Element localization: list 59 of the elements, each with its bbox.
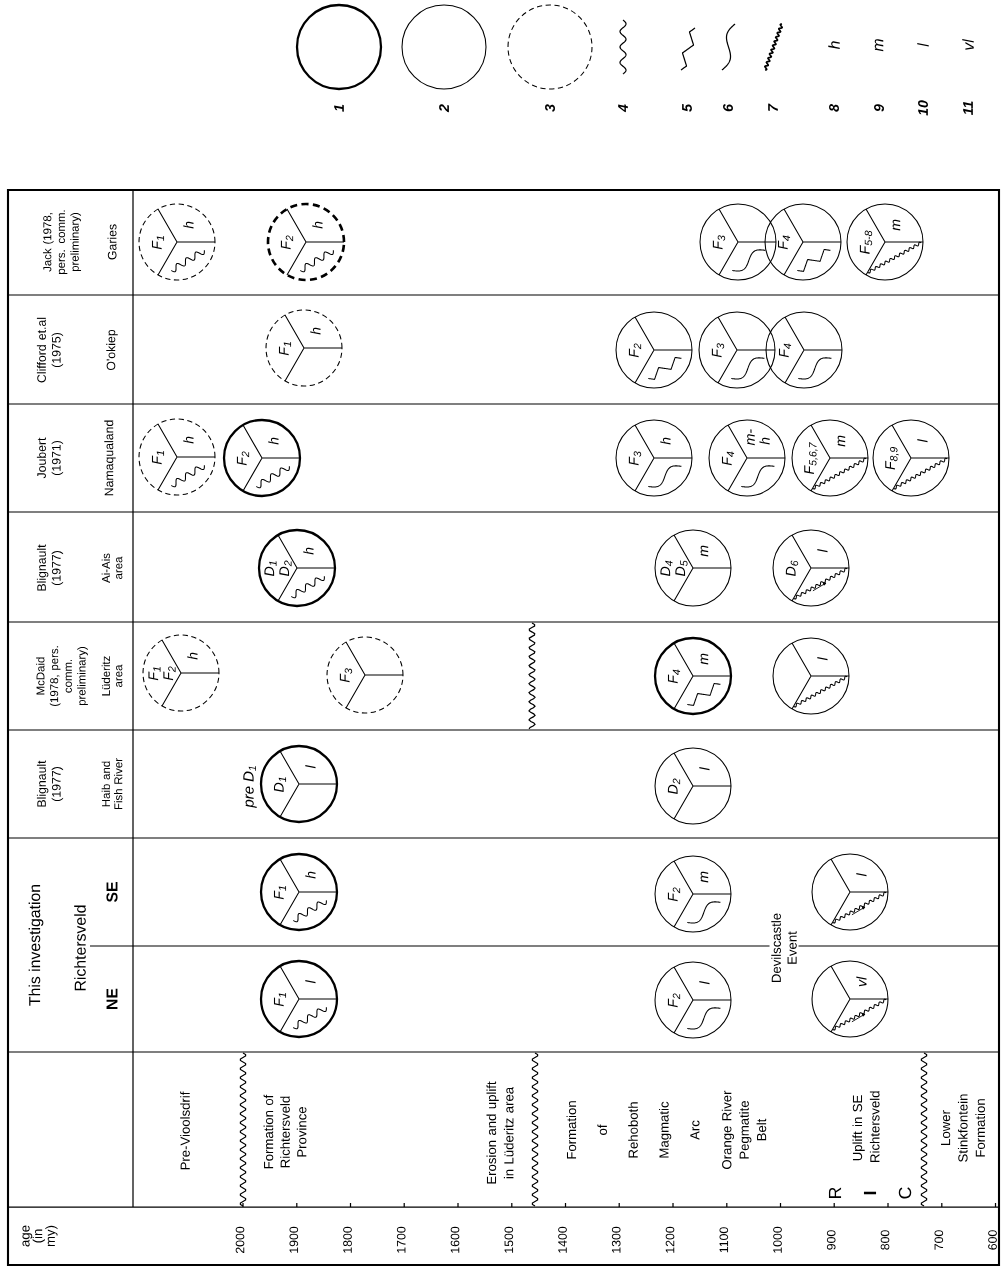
- axis-title: age (in my): [22, 1225, 58, 1247]
- column-heading: Clifford et.al (1975): [36, 317, 64, 383]
- event-label: I: [863, 1191, 877, 1195]
- legend-number: 7: [768, 103, 778, 111]
- column-heading: This investigation: [28, 885, 44, 1006]
- column-heading: Jack (1978, pers. comm. preliminary): [43, 210, 82, 274]
- legend-letter: h: [828, 41, 840, 50]
- age-label: 800: [880, 1230, 890, 1250]
- column-heading: Joubert (1971): [36, 437, 64, 479]
- region-label: Lüderitz area: [101, 656, 123, 696]
- legend-letter: m: [874, 39, 884, 52]
- event-label: Uplift in SE Richtersveld: [852, 1091, 880, 1162]
- annotation: pre D$_{1}$: [243, 766, 257, 808]
- legend-number: 11: [963, 101, 973, 116]
- region-label: O'okiep: [106, 329, 118, 371]
- legend-number: 9: [874, 104, 884, 112]
- age-label: 900: [826, 1230, 836, 1250]
- age-label: 1900: [289, 1226, 299, 1253]
- age-label: 1700: [396, 1226, 406, 1253]
- legend-number: 3: [545, 104, 555, 112]
- age-label: 2000: [235, 1226, 245, 1254]
- column-heading: SE: [106, 882, 118, 903]
- column-heading: Blignault (1977): [36, 760, 64, 807]
- age-label: 700: [934, 1230, 944, 1250]
- legend-number: 1: [334, 104, 344, 112]
- column-heading: Richtersveld: [74, 905, 86, 991]
- event-label: Lower Stinkfontein Formation: [941, 1094, 985, 1162]
- region-label: Ai-Ais area: [101, 553, 123, 583]
- age-label: 600: [988, 1230, 997, 1250]
- age-label: 1400: [558, 1226, 567, 1253]
- event-label: Pre-Vioolsdrif: [180, 1091, 190, 1170]
- event-label: C: [898, 1187, 912, 1199]
- legend-number: 2: [439, 104, 449, 113]
- legend-letter: vl: [962, 38, 974, 50]
- age-label: 1800: [343, 1226, 352, 1253]
- region-label: Namaqualand: [104, 420, 116, 496]
- legend-number: 4: [618, 104, 628, 113]
- legend-number: 6: [723, 104, 733, 112]
- event-label: Orange River Pegmatite Belt: [721, 1090, 767, 1169]
- legend-number: 10: [918, 100, 928, 116]
- age-label: 1000: [773, 1226, 782, 1253]
- region-label: Garies: [107, 224, 117, 260]
- event-label: Devilscastle Event: [769, 906, 799, 990]
- event-label: Formation of Richtersveld Province: [263, 1094, 307, 1169]
- age-label: 1500: [504, 1226, 514, 1253]
- column-heading: NE: [106, 988, 118, 1009]
- event-label: Erosion and uplift in Lüderitz area: [486, 1081, 514, 1184]
- age-label: 1200: [665, 1226, 675, 1253]
- region-label: Haib and Fish River: [101, 758, 123, 810]
- legend-letter: l: [917, 42, 929, 47]
- age-label: 1600: [450, 1226, 460, 1253]
- age-label: 1100: [719, 1227, 729, 1253]
- event-label: Formation of Rehoboth Magmatic Arc: [566, 1101, 700, 1159]
- legend-number: 8: [829, 104, 839, 112]
- age-label: 1300: [611, 1226, 621, 1253]
- column-heading: Blignault (1977): [36, 544, 64, 591]
- column-heading: McDaid (1978, pers. comm. preliminary): [36, 646, 88, 707]
- legend-number: 5: [682, 103, 692, 112]
- event-label: R: [828, 1187, 842, 1198]
